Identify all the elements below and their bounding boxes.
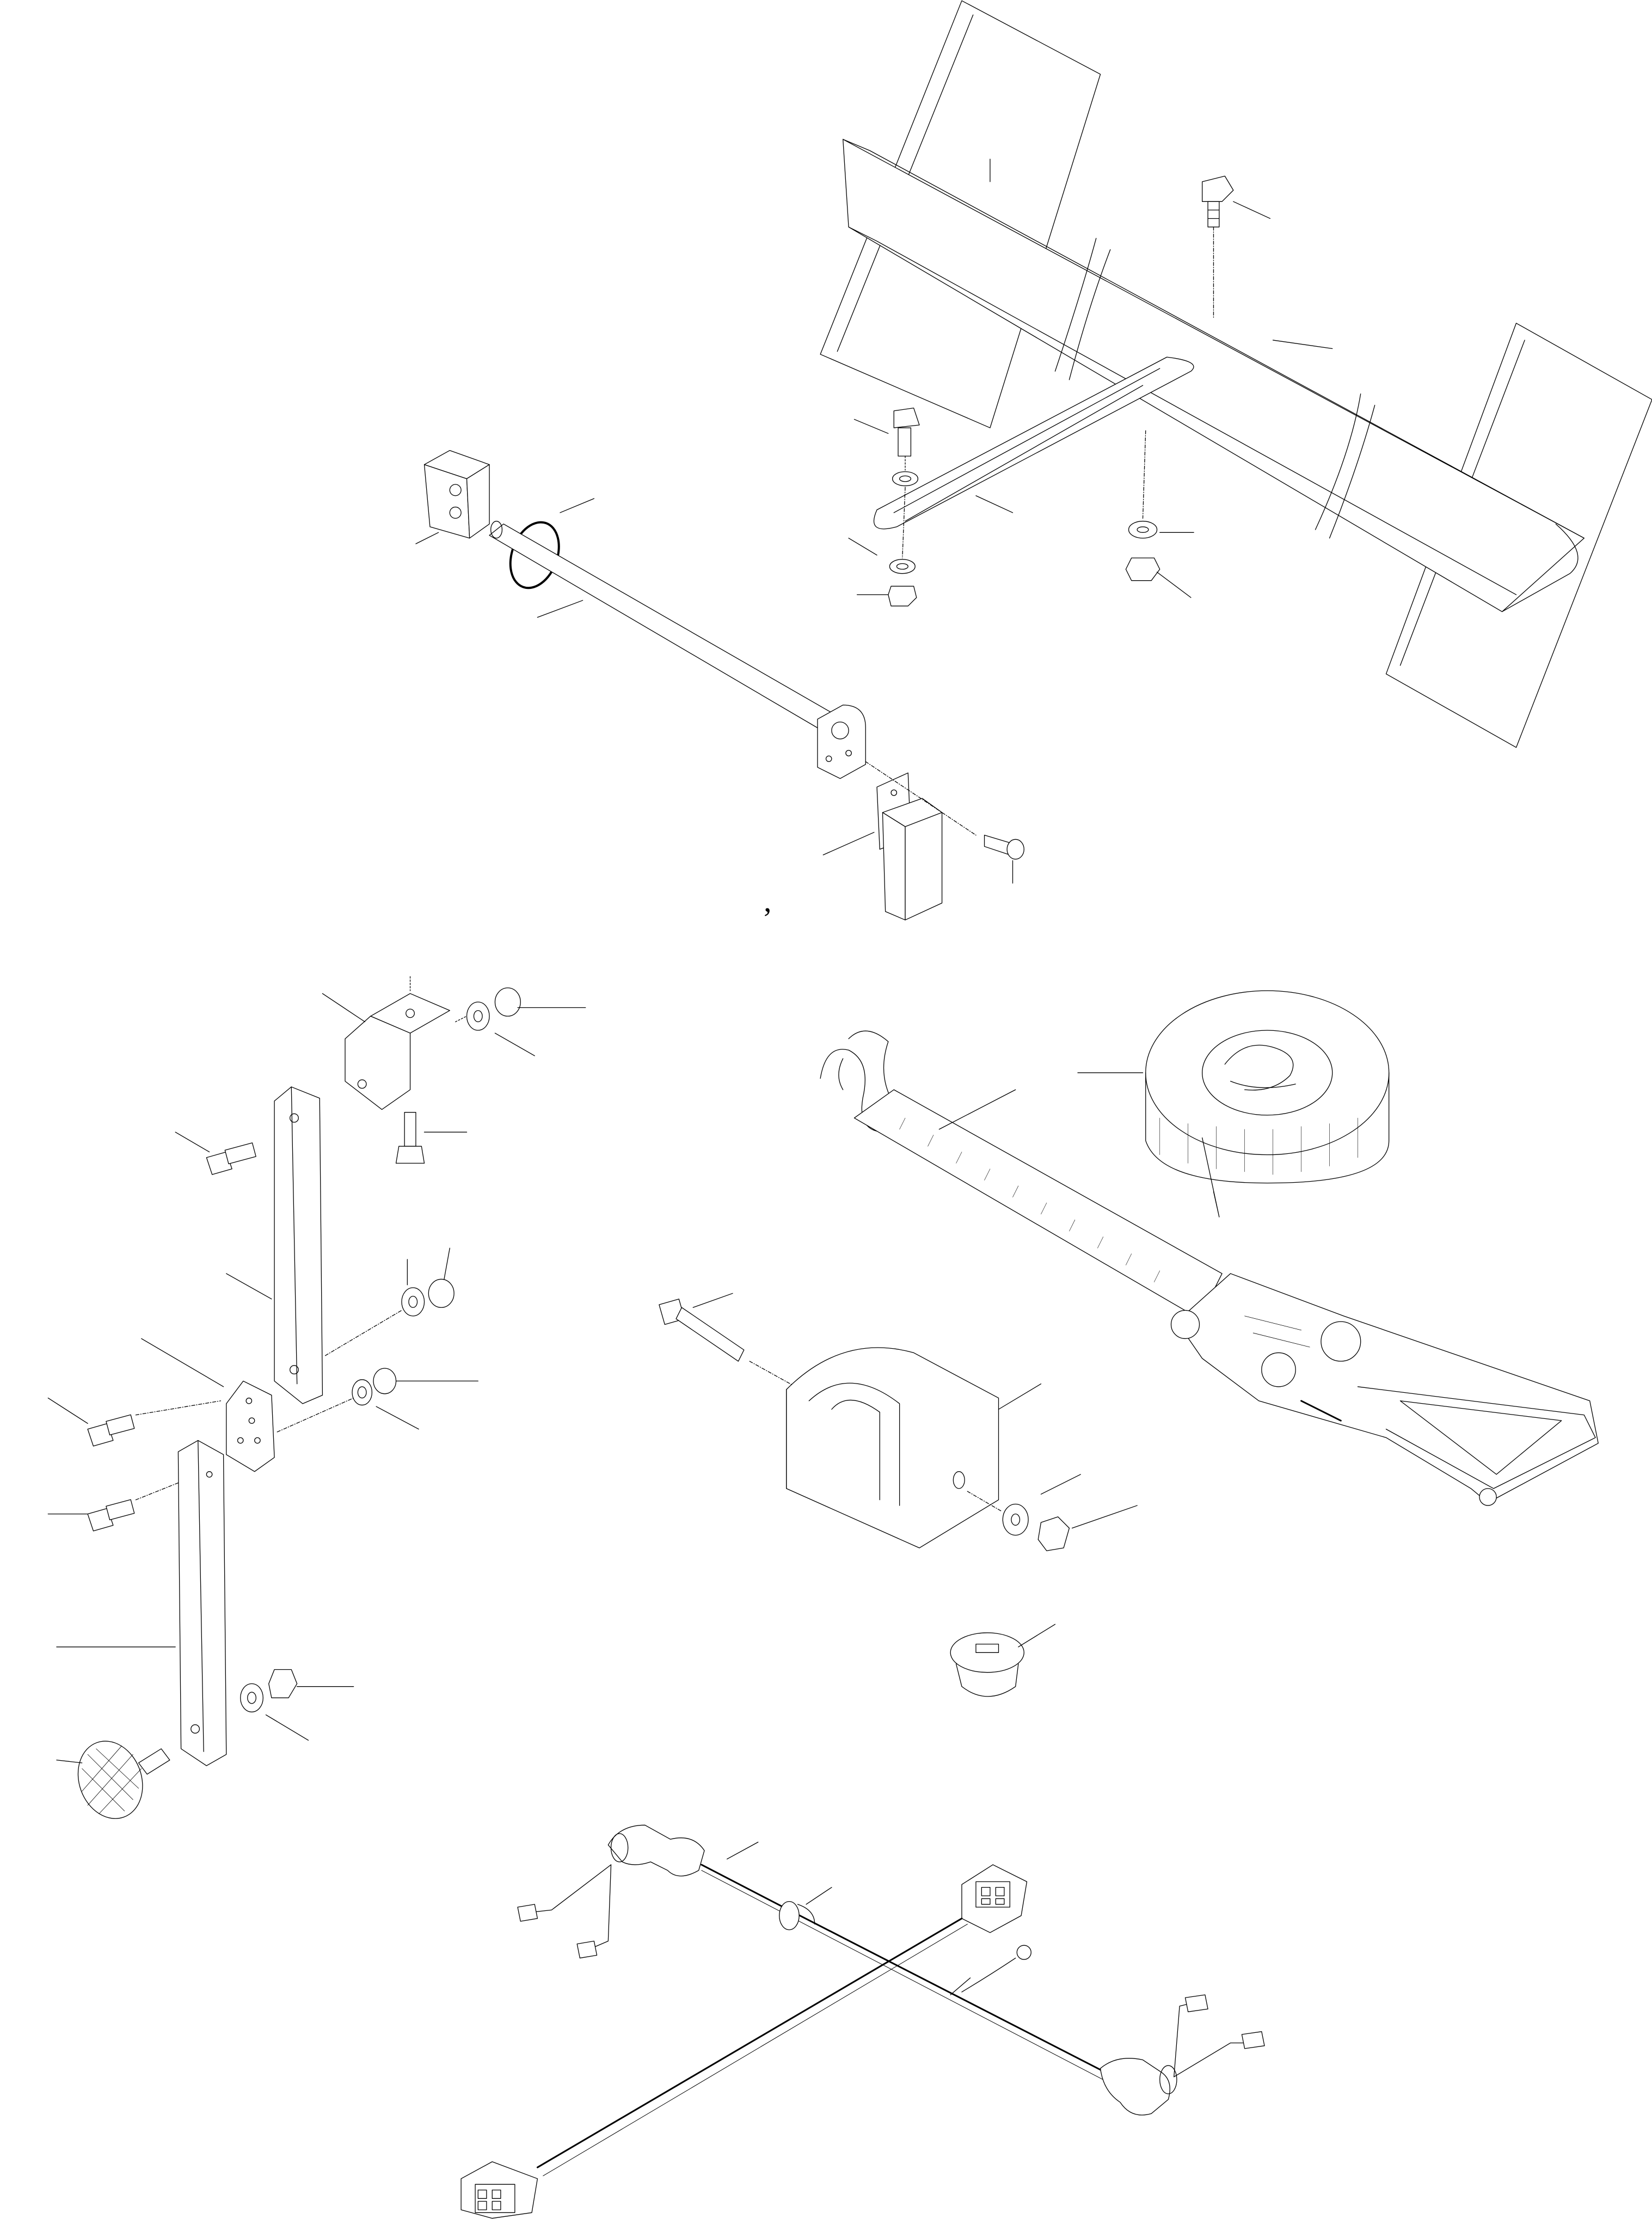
strap-webbing (854, 1090, 1222, 1319)
rod-assembly (416, 451, 1024, 920)
washer-nut-bottom (241, 1669, 297, 1712)
plug-cap (950, 1633, 1024, 1696)
bracket-strap-assembly (48, 976, 585, 1828)
end-plate (818, 705, 865, 778)
bracket-screw (396, 1112, 425, 1164)
washer-nut-middle (326, 1279, 454, 1355)
stray-mark: , (764, 884, 771, 919)
cable-main (702, 1865, 1103, 2071)
hex-bolt-left-3 (88, 1477, 192, 1531)
hex-bolt-left-1 (206, 1143, 256, 1175)
strap-roll (1146, 991, 1389, 1217)
socket-cap-screw (985, 835, 1024, 859)
rod (489, 521, 843, 736)
knurled-knob (67, 1732, 170, 1828)
long-bolt (659, 1299, 801, 1390)
bolt-stack-left (888, 408, 919, 606)
break-mark-right (1316, 394, 1375, 538)
wire-harness (461, 1825, 1264, 2218)
washer-nut-lower (277, 1368, 396, 1432)
upper-strap (274, 1087, 322, 1404)
connector-lower-left (461, 2162, 537, 2218)
leads-right (1174, 1995, 1264, 2077)
mount-block (865, 761, 976, 920)
clamp-block (425, 451, 490, 538)
cable-cross (537, 1919, 962, 2167)
slotted-strap (874, 357, 1194, 529)
angle-bracket (345, 976, 450, 1109)
cable-clamp (779, 1902, 799, 1930)
hex-bolt-left-2 (88, 1401, 220, 1446)
washer-nut-top (456, 988, 521, 1030)
ratchet-strap-assembly (659, 991, 1598, 1696)
washer-nut-guard (967, 1491, 1069, 1551)
u-guard (787, 1348, 999, 1548)
ring-terminal (962, 1945, 1031, 1992)
elbow-connector-left (608, 1825, 704, 1876)
ratchet-buckle (1171, 1274, 1599, 1505)
frame-assembly (820, 1, 1652, 747)
leads-left (518, 1865, 611, 1958)
break-mark-left (1055, 238, 1110, 380)
link-plate (226, 1381, 274, 1471)
lower-strap (178, 1441, 226, 1766)
hex-bolt-top (1202, 176, 1233, 319)
connector-upper-right (962, 1865, 1027, 1933)
elbow-connector-right (1101, 2058, 1177, 2115)
washer-nut-right (1126, 431, 1159, 580)
